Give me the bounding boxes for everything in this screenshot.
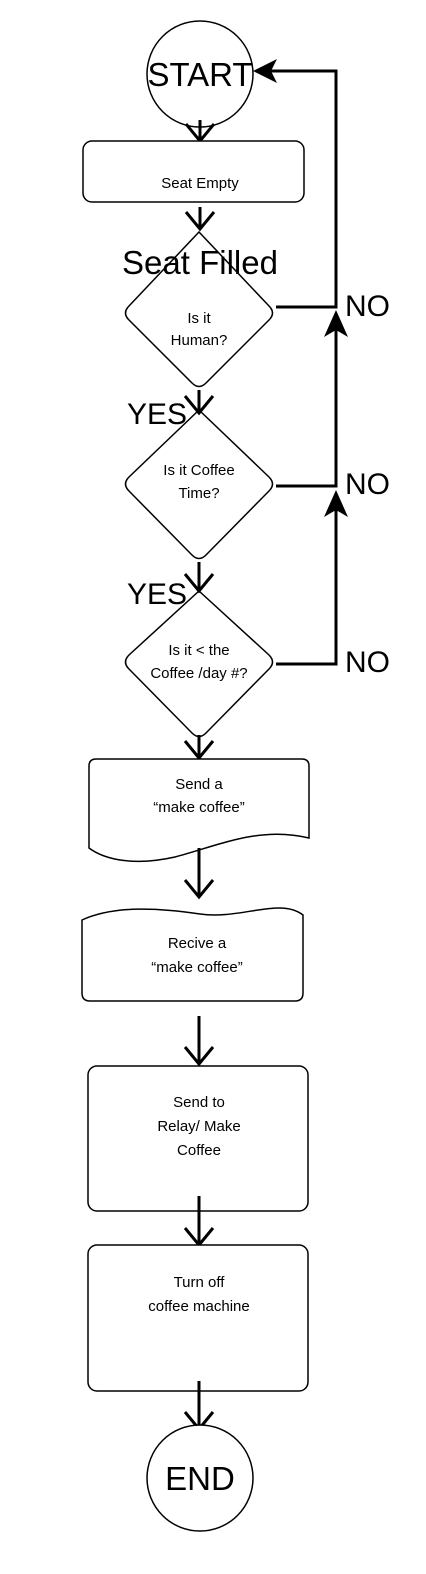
no-label-1: NO <box>345 290 390 323</box>
arrow-per-day-to-send <box>183 735 215 761</box>
no-label-2: NO <box>345 468 390 501</box>
seat-empty-label: Seat Empty <box>161 175 239 192</box>
send-to-relay-node: Send to Relay/ Make Coffee <box>87 1065 309 1212</box>
is-human-decision: Is it Human? <box>124 230 274 388</box>
coffee-time-line-1: Is it Coffee <box>163 462 234 479</box>
coffee-time-line-2: Time? <box>178 485 219 502</box>
start-label: START <box>147 56 252 93</box>
coffee-time-decision: Is it Coffee Time? <box>124 408 274 560</box>
no-loop-2 <box>276 310 348 488</box>
send-make-coffee-line-1: Send a <box>175 776 223 793</box>
seat-filled-label: Seat Filled <box>122 244 278 281</box>
turn-off-line-1: Turn off <box>174 1274 226 1291</box>
arrow-seat-empty-to-human <box>184 207 216 232</box>
turn-off-node: Turn off coffee machine <box>87 1244 309 1392</box>
arrow-send-to-receive <box>183 848 215 900</box>
end-node: END <box>146 1424 254 1532</box>
arrow-human-to-coffee-time <box>183 390 215 416</box>
start-node: START <box>146 20 254 128</box>
coffee-per-day-line-2: Coffee /day #? <box>150 665 247 682</box>
send-make-coffee-line-2: “make coffee” <box>153 799 244 816</box>
arrow-receive-to-relay <box>183 1016 215 1067</box>
is-human-line-1: Is it <box>187 310 211 327</box>
end-label: END <box>165 1460 235 1497</box>
no-label-3: NO <box>345 646 390 679</box>
send-to-relay-line-2: Relay/ Make <box>157 1118 240 1135</box>
coffee-per-day-line-1: Is it < the <box>168 642 229 659</box>
no-loop-to-start <box>253 59 338 309</box>
yes-label-1: YES <box>127 398 187 431</box>
send-make-coffee-node: Send a “make coffee” <box>88 758 310 863</box>
is-human-line-2: Human? <box>171 332 228 349</box>
send-to-relay-line-3: Coffee <box>177 1142 221 1159</box>
receive-make-coffee-line-2: “make coffee” <box>151 959 242 976</box>
no-loop-3 <box>276 490 348 666</box>
turn-off-line-2: coffee machine <box>148 1298 249 1315</box>
receive-make-coffee-line-1: Recive a <box>168 935 227 952</box>
receive-make-coffee-node: Recive a “make coffee” <box>81 907 304 1002</box>
send-to-relay-line-1: Send to <box>173 1094 225 1111</box>
seat-empty-node: Seat Empty <box>82 140 305 203</box>
arrow-coffee-time-to-per-day <box>183 562 215 594</box>
yes-label-2: YES <box>127 578 187 611</box>
coffee-per-day-decision: Is it < the Coffee /day #? <box>124 589 274 738</box>
